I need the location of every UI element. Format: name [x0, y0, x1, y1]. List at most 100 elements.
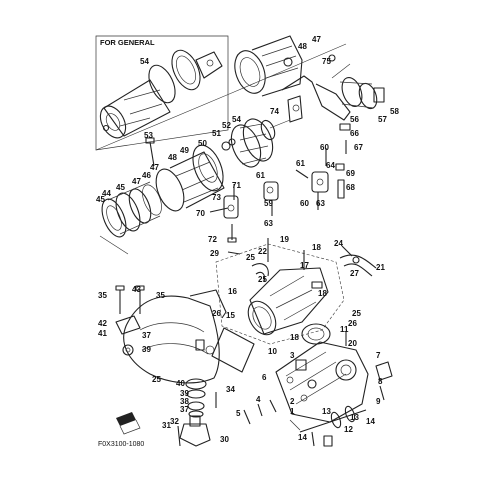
callout-48: 48 [168, 153, 177, 162]
callout-11: 11 [340, 325, 349, 334]
mount-cluster-left [209, 184, 239, 243]
callout-16: 15 [226, 311, 235, 320]
callout-15: 14 [298, 433, 307, 442]
callout-2: 2 [290, 397, 295, 406]
callout-24: 22 [258, 247, 267, 256]
callout-40: 40 [176, 379, 185, 388]
callout-65: 66 [350, 129, 359, 138]
callout-26: 25 [152, 375, 161, 384]
callout-46: 46 [142, 171, 151, 180]
callout-43: 43 [132, 285, 141, 294]
callout-32: 30 [220, 435, 229, 444]
exhaust-duct [215, 238, 377, 345]
callout-28: 25 [352, 309, 361, 318]
callout-68: 69 [346, 169, 355, 178]
callout-70: 71 [232, 181, 241, 190]
callout-34: 32 [170, 417, 179, 426]
gasket-ring [301, 323, 331, 345]
callout-22: 20 [348, 339, 357, 348]
callout-44: 44 [102, 189, 111, 198]
callout-51: 51 [212, 129, 221, 138]
callout-38: 38 [180, 397, 189, 406]
callout-49: 49 [180, 146, 189, 155]
callout-13: 13 [322, 407, 331, 416]
callout-33: 31 [162, 421, 171, 430]
callout-55: 47 [312, 35, 321, 44]
callout-18: 17 [300, 261, 309, 270]
inset-ring-2 [171, 49, 201, 91]
inset-caption: FOR GENERAL [100, 38, 155, 47]
callout-39b: 39 [180, 389, 189, 398]
callout-71: 72 [208, 235, 217, 244]
inset-box: FOR GENERAL [95, 35, 229, 151]
callout-60b: 60 [300, 199, 309, 208]
callout-14: 14 [366, 417, 375, 426]
callout-36b: 35 [156, 291, 165, 300]
callout-52: 52 [222, 121, 231, 130]
callout-29: 26 [348, 319, 357, 328]
dashed-leadlines [95, 43, 347, 255]
callout-60: 59 [264, 199, 273, 208]
callout-27: 26 [212, 309, 221, 318]
callout-35: 34 [226, 385, 235, 394]
figure-code: F0X3100-1080 [98, 441, 144, 448]
inset-housing [99, 79, 171, 139]
impeller-series [101, 118, 291, 238]
callout-66: 67 [354, 143, 363, 152]
callout-8: 8 [378, 377, 383, 386]
callout-17: 16 [228, 287, 237, 296]
callout-54: 54 [232, 115, 241, 124]
callout-30: 27 [350, 269, 359, 278]
callout-labels: 47 48 75 54 74 56 57 58 66 67 54 52 51 5… [96, 35, 399, 444]
callout-18b: 18 [318, 289, 327, 298]
bottom-stack [177, 378, 217, 447]
callout-73: 74 [270, 107, 279, 116]
callout-67: 68 [346, 183, 355, 192]
callout-47b: 47 [132, 177, 141, 186]
callout-23: 21 [376, 263, 385, 272]
upper-right-assembly [234, 35, 385, 123]
left-fasteners [115, 285, 145, 356]
callout-5: 5 [236, 409, 241, 418]
callout-36: 35 [98, 291, 107, 300]
callout-37: 37 [142, 331, 151, 340]
callout-56: 48 [298, 42, 307, 51]
inset-bracket [195, 51, 223, 79]
callout-58: 57 [378, 115, 387, 124]
ride-plate [123, 289, 255, 384]
mount-cluster-right [263, 123, 351, 216]
callout-50: 50 [198, 139, 207, 148]
callout-21: 19 [280, 235, 289, 244]
callout-4: 4 [256, 395, 261, 404]
yamaha-book-icon [116, 412, 141, 435]
callout-63b: 63 [264, 219, 273, 228]
callout-57: 56 [350, 115, 359, 124]
callout-19: 18 [290, 333, 299, 342]
callout-6: 6 [262, 373, 267, 382]
callout-74: 75 [322, 57, 331, 66]
callout-13b: 13 [350, 413, 359, 422]
callout-41: 41 [98, 329, 107, 338]
callout-37b: 37 [180, 405, 189, 414]
jet-pump-body [243, 332, 393, 447]
callout-53: 53 [144, 131, 153, 140]
callout-10: 10 [268, 347, 277, 356]
callout-25c: 25 [258, 275, 267, 284]
callout-12: 12 [344, 425, 353, 434]
callout-69: 70 [196, 209, 205, 218]
callout-62: 61 [296, 159, 305, 168]
callout-31: 29 [210, 249, 219, 258]
callout-39: 39 [142, 345, 151, 354]
callout-45b: 45 [96, 195, 105, 204]
callout-20: 18 [312, 243, 321, 252]
fittings [341, 245, 360, 264]
callout-64: 64 [326, 161, 335, 170]
callout-42: 42 [98, 319, 107, 328]
callout-7: 7 [376, 351, 381, 360]
callout-61b: 61 [256, 171, 265, 180]
inset-ring-1 [148, 64, 176, 104]
callout-59: 58 [390, 107, 399, 116]
callout-25b: 25 [246, 253, 255, 262]
callout-63: 63 [316, 199, 325, 208]
